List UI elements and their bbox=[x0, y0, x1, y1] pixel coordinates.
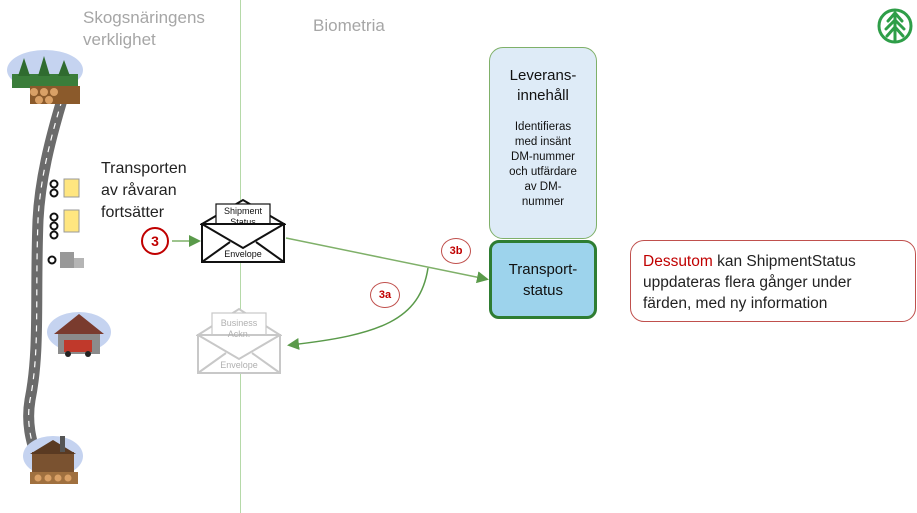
left-header-line1: Skogsnäringens bbox=[83, 8, 205, 27]
shipment-envelope-icon bbox=[200, 198, 286, 263]
callout-highlight: Dessutom bbox=[643, 253, 713, 270]
step-3a-badge: 3a bbox=[370, 282, 400, 308]
delivery-desc-line: med insänt bbox=[514, 136, 572, 148]
shipment-envelope-title: Shipment Status bbox=[216, 206, 270, 228]
delivery-desc-line: nummer bbox=[521, 196, 565, 208]
shipment-envelope-line1: Shipment bbox=[223, 206, 263, 216]
transport-status-box: Transport- status bbox=[489, 240, 597, 319]
transport-text: Transporten av råvaran fortsätter bbox=[101, 158, 187, 224]
sawmill-icon bbox=[23, 436, 83, 484]
shipment-envelope-line2: Status bbox=[230, 217, 256, 227]
road-icon bbox=[23, 98, 68, 472]
ack-envelope-footer: Envelope bbox=[220, 360, 258, 370]
tree-logo-icon bbox=[877, 8, 913, 44]
transport-text-line2: av råvaran bbox=[101, 182, 177, 199]
delivery-content-box: Leverans- innehåll Identifieras med insä… bbox=[489, 47, 597, 239]
transport-status-line2: status bbox=[522, 281, 563, 299]
callout-text: kan ShipmentStatus uppdateras flera gång… bbox=[643, 253, 856, 312]
step-3b-badge: 3b bbox=[441, 238, 471, 264]
arrow-envelope-to-status bbox=[285, 237, 489, 284]
arrow-3a-ack bbox=[287, 267, 429, 350]
truck-fleet-icon bbox=[47, 178, 84, 268]
delivery-title-line1: Leverans- bbox=[509, 67, 577, 84]
delivery-desc-line: av DM- bbox=[524, 181, 562, 193]
ack-envelope-title: Business Ackn. bbox=[212, 318, 266, 340]
transport-status-label: Transport- status bbox=[509, 259, 578, 301]
transport-status-line1: Transport- bbox=[508, 260, 578, 278]
step-3-badge: 3 bbox=[141, 227, 169, 255]
ack-envelope-line2: Ackn. bbox=[227, 329, 251, 339]
ack-envelope-line1: Business bbox=[220, 318, 258, 328]
delivery-desc-line: och utfärdare bbox=[509, 166, 577, 178]
transport-text-line3: fortsätter bbox=[101, 204, 165, 221]
delivery-title-line2: innehåll bbox=[517, 87, 569, 104]
delivery-desc-line: DM-nummer bbox=[511, 151, 575, 163]
left-header-line2: verklighet bbox=[83, 30, 156, 49]
delivery-content-desc: Identifieras med insänt DM-nummer och ut… bbox=[490, 120, 596, 210]
delivery-content-title: Leverans- innehåll bbox=[490, 66, 596, 106]
garage-truck-icon bbox=[47, 312, 111, 357]
shipment-envelope-footer: Envelope bbox=[224, 249, 262, 259]
right-header: Biometria bbox=[313, 16, 385, 35]
transport-text-line1: Transporten bbox=[101, 160, 187, 177]
callout-box: Dessutom kan ShipmentStatus uppdateras f… bbox=[630, 240, 916, 322]
ack-envelope-icon bbox=[196, 307, 282, 374]
delivery-desc-line: Identifieras bbox=[514, 121, 572, 133]
forest-log-pile-icon bbox=[7, 50, 83, 104]
left-header: Skogsnäringens verklighet bbox=[83, 7, 205, 51]
